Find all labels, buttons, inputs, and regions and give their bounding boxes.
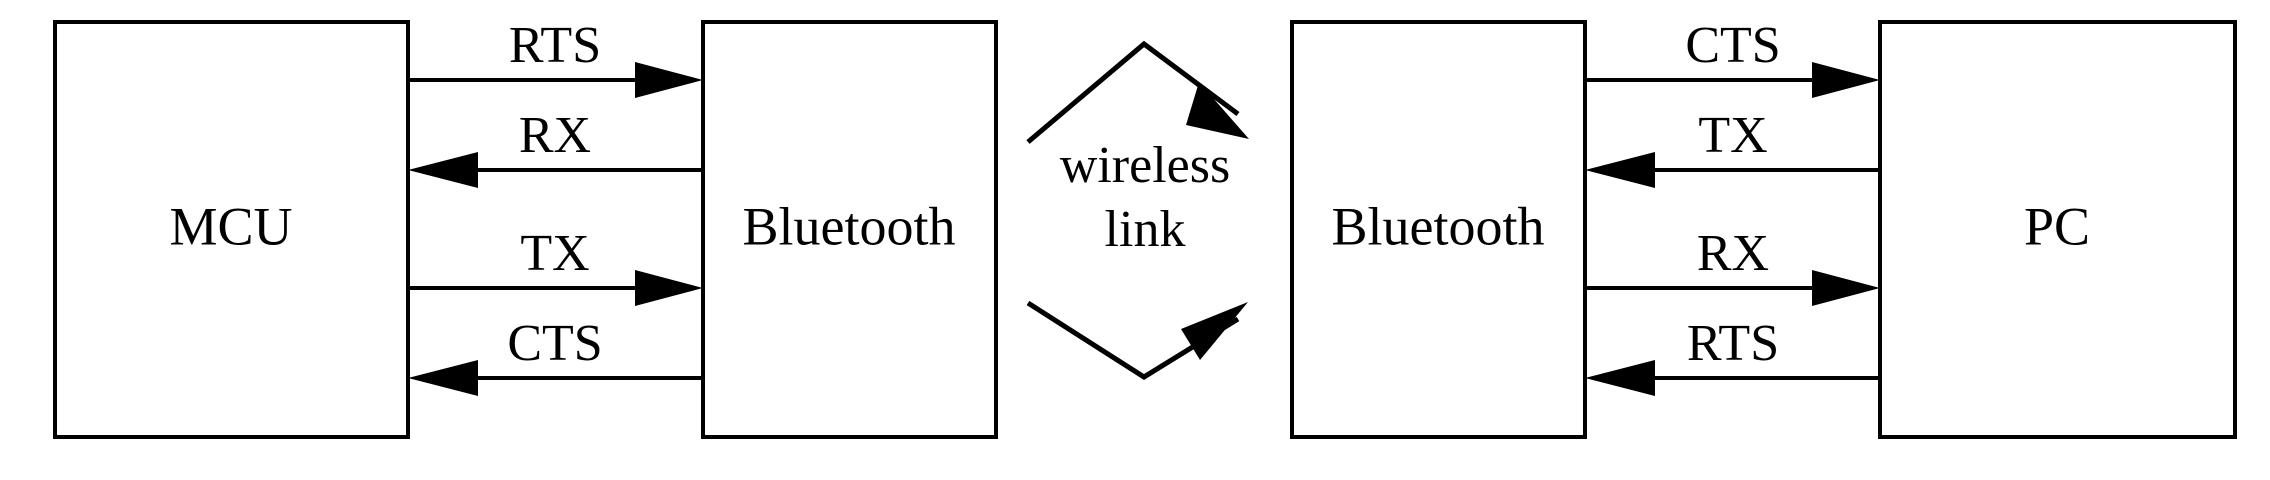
node-pc-rect[interactable]	[1878, 20, 2237, 439]
connector-left-tx[interactable]: TX	[408, 225, 703, 306]
connector-right-cts[interactable]: CTS	[1585, 17, 1880, 98]
arrowhead-left-icon	[408, 360, 478, 396]
node-mcu-label: MCU	[169, 196, 292, 256]
connector-right-rx-label: RX	[1697, 225, 1769, 282]
connector-left-cts-label: CTS	[507, 315, 602, 372]
node-bluetooth-left-rect[interactable]	[701, 20, 998, 439]
connector-right-rts-label: RTS	[1687, 315, 1779, 372]
arrowhead-wireless-lower-icon	[1181, 302, 1248, 360]
connector-left-rx[interactable]: RX	[408, 107, 703, 188]
node-bluetooth-left-label: Bluetooth	[743, 196, 956, 256]
node-bluetooth-left[interactable]: Bluetooth	[701, 20, 998, 439]
connector-right-rx[interactable]: RX	[1585, 225, 1880, 306]
node-pc[interactable]: PC	[1878, 20, 2237, 439]
arrowhead-right-icon	[635, 62, 703, 98]
connector-left-rx-label: RX	[519, 107, 591, 164]
arrowhead-wireless-upper-icon	[1186, 82, 1249, 139]
node-mcu[interactable]: MCU	[53, 20, 410, 439]
wireless-link-label-line1: wireless	[1060, 137, 1230, 194]
node-bluetooth-right-label: Bluetooth	[1332, 196, 1545, 256]
arrowhead-left-icon	[1585, 152, 1655, 188]
wireless-link-label-line2: link	[1105, 201, 1186, 258]
wireless-link[interactable]: wireless link	[1026, 40, 1249, 380]
connector-right-cts-label: CTS	[1685, 17, 1780, 74]
connector-left-rts-label: RTS	[509, 17, 601, 74]
connector-right-tx-label: TX	[1698, 107, 1767, 164]
node-bluetooth-right-rect[interactable]	[1290, 20, 1587, 439]
wireless-upper-line	[1026, 40, 1240, 144]
arrowhead-right-icon	[1812, 270, 1880, 306]
node-pc-label: PC	[2024, 196, 2090, 256]
connector-left-rts[interactable]: RTS	[408, 17, 703, 98]
node-bluetooth-right[interactable]: Bluetooth	[1290, 20, 1587, 439]
connector-right-tx[interactable]: TX	[1585, 107, 1880, 188]
arrowhead-right-icon	[1812, 62, 1880, 98]
connector-left-cts[interactable]: CTS	[408, 315, 703, 396]
connector-left-tx-label: TX	[520, 225, 589, 282]
arrowhead-left-icon	[1585, 360, 1655, 396]
arrowhead-left-icon	[408, 152, 478, 188]
arrowhead-right-icon	[635, 270, 703, 306]
node-mcu-rect[interactable]	[53, 20, 410, 439]
connector-right-rts[interactable]: RTS	[1585, 315, 1880, 396]
